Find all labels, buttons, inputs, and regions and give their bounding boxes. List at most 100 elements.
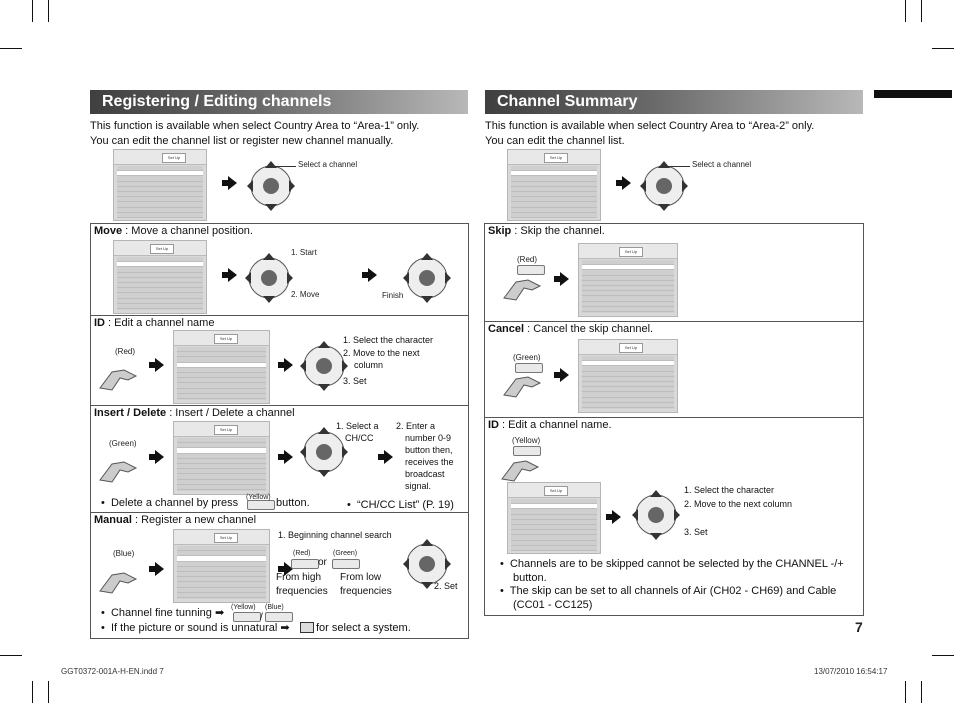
crop-mark [32,0,33,22]
yellow-button [513,446,541,456]
crop-mark [0,655,22,656]
arrow-right-icon [606,510,621,524]
right-sections-box [484,223,864,616]
section-title-left: Registering / Editing channels [90,90,468,114]
remote-dpad-icon [632,490,680,540]
hand-pointer-icon [99,461,138,483]
red-button [517,265,545,275]
unnatural-bullet: • If the picture or sound is unnatural ➡ [101,622,290,634]
delete-bullet-end: button. [276,497,310,509]
cancel-green-label: (Green) [513,353,541,362]
remote-dpad-icon [247,161,295,211]
id-section: ID : Edit a channel name [90,315,468,406]
skip-note-1b: button. [513,572,547,584]
intro-left-2: You can edit the channel list or registe… [90,135,394,147]
arrow-right-icon [222,268,237,282]
skip-note-2b: (CC01 - CC125) [513,599,593,611]
move-step-start: 1. Start [291,248,317,257]
insert-enter-3: receives the [405,457,454,467]
blue-button-label: (Blue) [113,549,135,558]
frequencies-high: frequencies [276,586,328,597]
arrow-right-icon [278,358,293,372]
fine-yellow-label: (Yellow) [231,604,256,611]
arrow-right-icon [278,450,293,464]
hand-pointer-icon [501,460,540,482]
crop-mark [921,681,922,703]
frequencies-low: frequencies [340,586,392,597]
skip-section: Skip : Skip the channel. [484,223,863,322]
arrow-right-icon [149,358,164,372]
insert-enter-2: button then, [405,445,453,455]
system-button-icon [300,622,314,633]
arrow-right-icon [378,450,393,464]
arrow-right-icon [616,176,631,190]
manual-begin: 1. Beginning channel search [278,530,392,540]
id-step-1: 1. Select the character [343,335,434,345]
select-channel-label: Select a channel [298,160,358,169]
move-step-move: 2. Move [291,290,320,299]
tv-screen-cancel: Set Up [578,339,678,413]
hand-pointer-icon [503,376,542,398]
manual-green-label: (Green) [333,550,358,557]
from-high: From high [276,572,322,583]
remote-dpad-icon [403,253,451,303]
cancel-section: Cancel : Cancel the skip channel. [484,321,863,418]
crop-mark [932,655,954,656]
arrow-right-icon [149,450,164,464]
insert-enter-4: broadcast [405,469,445,479]
id-right-step-1: 1. Select the character [684,485,775,495]
yellow-button-label: (Yellow) [246,494,271,501]
tv-screen-move: Set Up [113,240,207,314]
skip-note-1: • Channels are to be skipped cannot be s… [500,558,844,570]
green-button [515,363,543,373]
channel-list [117,166,203,218]
insert-select-2: CH/CC [345,433,374,443]
left-sections-box [90,223,469,639]
arrow-right-icon [554,272,569,286]
id-step-2: 2. Move to the next [343,348,420,358]
move-finish: Finish [382,291,404,300]
slash: / [260,612,263,623]
intro-right-1: This function is available when select C… [485,120,815,132]
crop-mark [921,0,922,22]
remote-dpad-icon [300,341,348,391]
crop-mark [0,48,22,49]
green-button-label: (Green) [109,439,137,448]
arrow-right-icon [222,176,237,190]
side-tab [874,90,952,98]
chcc-list-ref: • “CH/CC List” (P. 19) [347,499,454,511]
id-yellow-label: (Yellow) [512,436,541,445]
insert-enter-1: number 0-9 [405,433,452,443]
crop-mark [48,0,49,22]
intro-right-2: You can edit the channel list. [485,135,625,147]
arrow-right-icon [554,368,569,382]
tv-screen-edit: Set Up [113,149,207,221]
green-button [332,559,360,569]
remote-dpad-icon [245,253,293,303]
hand-pointer-icon [99,572,138,594]
tv-screen-insert: Set Up [173,421,270,495]
arrow-right-icon [362,268,377,282]
crop-mark [32,681,33,703]
manual-section: Manual : Register a new channel [90,512,468,639]
id-right-step-3: 3. Set [684,527,708,537]
hand-pointer-icon [99,369,138,391]
crop-mark [905,681,906,703]
id-step-2b: column [354,360,384,370]
blue-button [265,612,293,622]
red-button [291,559,319,569]
id-section-right: ID : Edit a channel name. [484,417,863,616]
manual-or: or [318,557,327,568]
crop-mark [905,0,906,22]
footer-timestamp: 13/07/2010 16:54:17 [814,667,888,676]
id-right-step-2: 2. Move to the next column [684,499,793,509]
page-number: 7 [855,619,863,635]
fine-tuning-bullet: • Channel fine tunning ➡ [101,607,225,619]
yellow-button [233,612,261,622]
manual-red-label: (Red) [293,550,311,557]
arrow-right-icon [149,562,164,576]
tv-screen-skip: Set Up [578,243,678,317]
unnatural-end: for select a system. [316,622,411,634]
remote-dpad-icon [403,539,451,589]
remote-dpad-icon [300,427,348,477]
